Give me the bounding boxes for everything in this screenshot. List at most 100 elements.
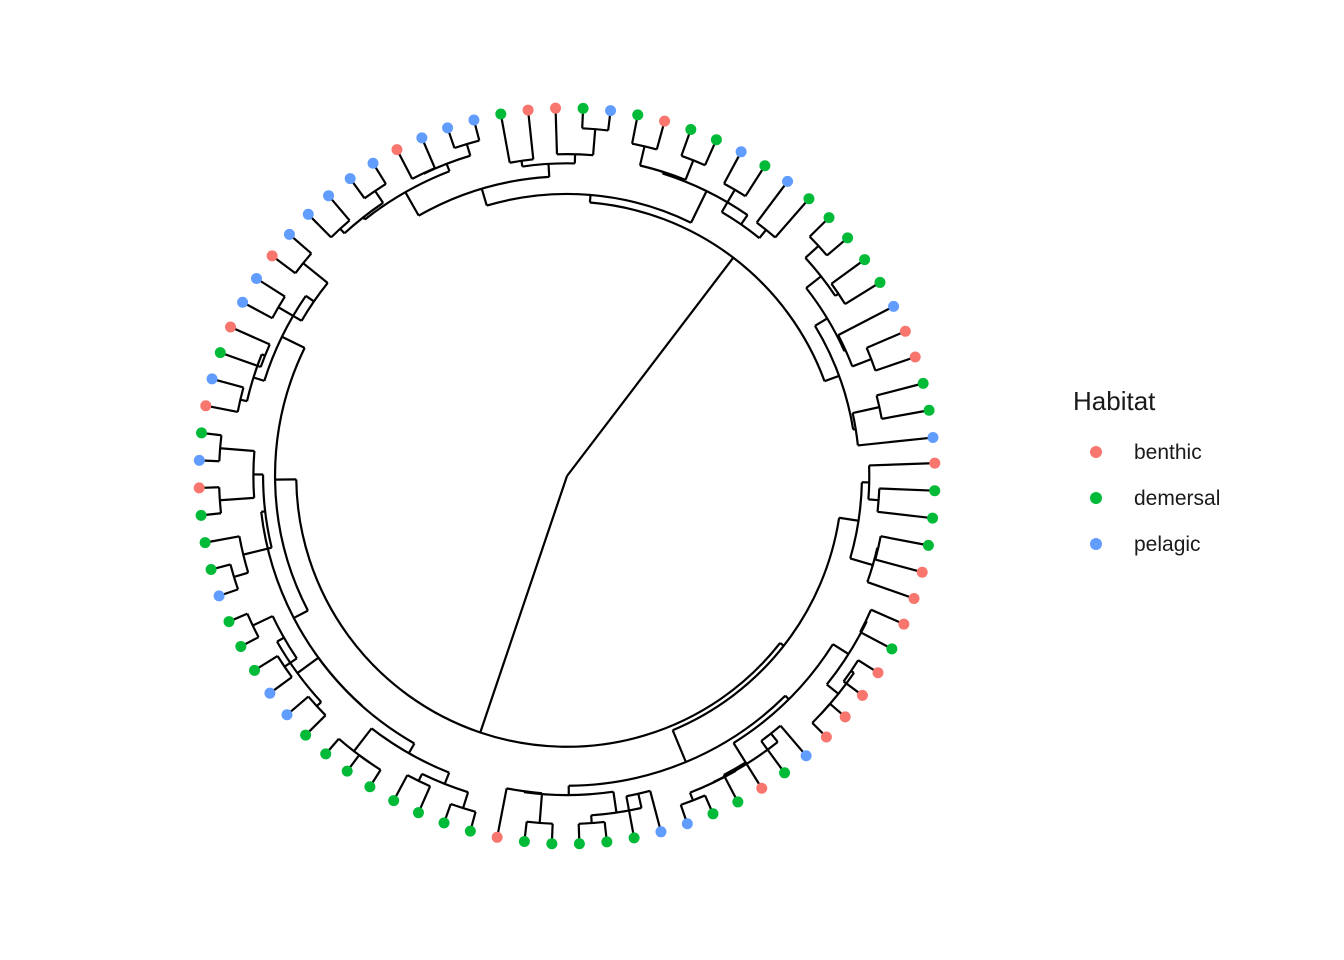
tip-point-benthic [200,400,212,412]
tip-point-demersal [923,404,935,416]
tip-point-benthic [756,782,768,794]
tip-point-benthic [898,618,910,630]
tree-branch-arc [261,474,273,548]
tip-point-benthic [391,144,403,156]
tip-point-demersal [601,836,613,848]
tree-branch [625,795,636,839]
tree-branch [881,409,930,420]
tree-branch [830,258,866,285]
tip-point-pelagic [367,157,379,169]
tree-branch [720,189,736,213]
tip-point-demersal [823,212,835,224]
tree-branch-arc [849,482,863,559]
tree-branch [868,498,879,502]
tip-point-pelagic [655,826,667,838]
tree-branch [740,214,749,225]
tip-point-pelagic [213,590,225,602]
tree-branch-arc [370,727,450,774]
tree-branch-arc [246,613,260,638]
tree-branch [305,294,315,303]
tree-branch [404,191,420,217]
tip-point-demersal [518,836,530,848]
tip-point-demersal [732,796,744,808]
tree-branch [866,330,906,349]
tree-branch-arc [578,820,605,825]
tree-branch [744,165,766,197]
tree-branch-arc [814,325,855,430]
tree-branch-arc [295,479,782,748]
tree-branch [844,281,881,305]
tip-point-benthic [839,711,851,723]
tip-point-demersal [364,781,376,793]
tip-point-demersal [546,838,558,850]
tip-point-pelagic [442,122,454,134]
tip-point-demersal [929,485,941,497]
tip-point-pelagic [281,709,293,721]
legend-title: Habitat [1073,386,1156,416]
tree-branch-arc [808,235,828,257]
tree-branch-arc [271,295,286,319]
tree-branch [240,398,248,403]
tree-branch [690,190,708,224]
tip-point-benthic [929,457,941,469]
tip-point-pelagic [927,432,939,444]
tree-branch-arc [252,450,256,498]
tree-branch [538,793,544,824]
tree-branch-arc [556,153,594,157]
tip-point-demersal [922,539,934,551]
tree-branch-arc [867,465,871,500]
tree-branch-arc [411,167,436,180]
tree-branch [374,190,385,204]
tree-branch-arc [276,655,293,678]
tree-branch-arc [681,154,706,167]
tree-branch [649,790,663,833]
tree-branch [407,742,416,754]
tree-branch [870,608,905,626]
tip-point-pelagic [605,105,617,117]
tree-branch [283,657,298,668]
tip-point-demersal [495,108,507,120]
tip-point-benthic [550,102,562,114]
tree-branch-arc [837,334,854,367]
tree-branch-arc [859,609,873,633]
tip-point-demersal [388,795,400,807]
tree-branch [480,188,488,206]
tip-point-demersal [886,643,898,655]
tip-point-benthic [820,731,832,743]
tip-point-demersal [685,123,697,135]
tree-branch [852,406,880,415]
habitat-legend: Habitat benthic demersal pelagic [1073,386,1220,556]
tree-branch-arc [271,615,298,660]
legend-item-demersal: demersal [1090,487,1220,510]
tree-branch [443,772,451,785]
tip-point-pelagic [264,687,276,699]
tip-point-pelagic [782,175,794,187]
tip-point-pelagic [800,750,812,762]
tree-branch [276,636,285,643]
legend-item-benthic: benthic [1090,441,1202,464]
tree-branch-arc [218,487,223,514]
tree-branch [851,358,872,368]
tree-branch [859,631,893,650]
tip-point-demersal [628,832,640,844]
tip-point-demersal [199,537,211,549]
tree-branch [869,462,935,467]
tip-point-demersal [759,160,771,172]
tree-branch [566,256,735,477]
tree-branch-arc [486,192,692,224]
tip-point-demersal [874,276,886,288]
tip-point-demersal [249,664,261,676]
tip-point-demersal [196,427,208,439]
tree-branch [465,143,472,157]
tip-point-pelagic [302,208,314,220]
tree-branch [547,163,551,177]
tip-point-benthic [266,250,278,262]
tree-branch-arc [589,201,826,382]
tip-point-pelagic [468,114,480,126]
tree-branch-arc [723,761,747,776]
tip-point-pelagic [206,373,218,385]
tip-point-demersal [235,640,247,652]
tree-branch-arc [343,201,384,235]
tree-branch-arc [680,794,706,806]
